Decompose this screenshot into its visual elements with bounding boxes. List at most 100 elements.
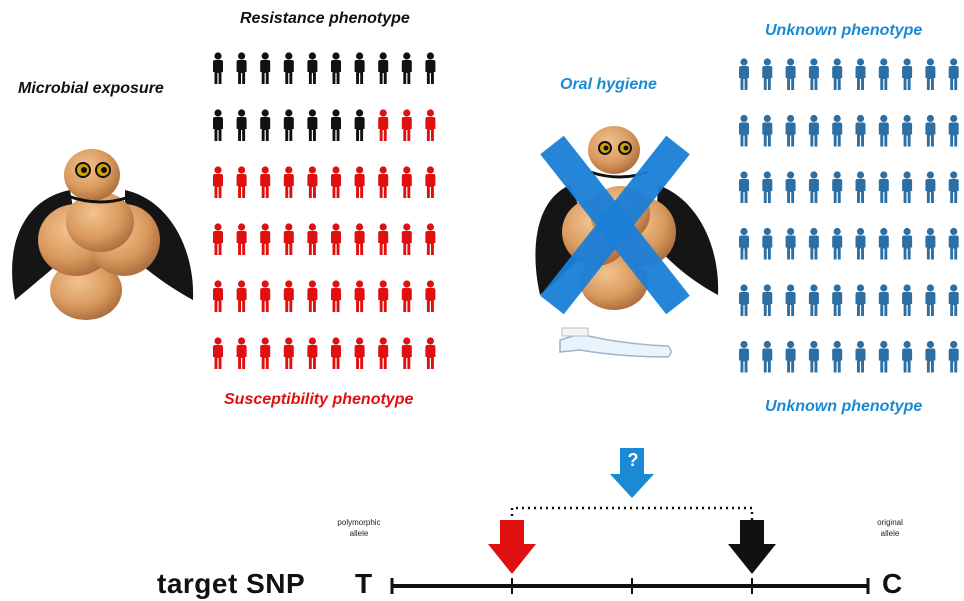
person-icon bbox=[378, 109, 389, 141]
person-icon bbox=[808, 171, 819, 203]
person-icon bbox=[401, 223, 412, 255]
person-icon bbox=[902, 227, 913, 260]
cross-out-icon bbox=[540, 135, 690, 315]
person-icon bbox=[236, 280, 247, 312]
person-icon bbox=[307, 223, 318, 255]
person-icon bbox=[378, 223, 389, 255]
person-icon bbox=[260, 337, 271, 369]
person-icon bbox=[902, 58, 913, 90]
person-icon bbox=[832, 284, 843, 316]
person-icon bbox=[878, 340, 889, 373]
person-icon bbox=[832, 227, 843, 260]
microbial-exposure-label: Microbial exposure bbox=[18, 80, 164, 97]
microbe-left bbox=[12, 149, 194, 320]
person-icon bbox=[283, 109, 294, 141]
person-icon bbox=[425, 223, 436, 255]
person-icon bbox=[354, 337, 365, 369]
person-icon bbox=[401, 280, 412, 312]
person-icon bbox=[855, 171, 866, 203]
person-icon bbox=[948, 284, 959, 316]
person-icon bbox=[331, 280, 341, 312]
person-icon bbox=[378, 52, 389, 84]
person-icon bbox=[878, 284, 889, 316]
red-arrow-icon bbox=[488, 520, 536, 574]
person-icon bbox=[739, 114, 749, 147]
person-icon bbox=[785, 114, 796, 147]
person-icon bbox=[401, 337, 412, 369]
person-icon bbox=[307, 52, 318, 84]
person-icon bbox=[902, 340, 913, 373]
person-icon bbox=[762, 171, 773, 203]
person-icon bbox=[832, 114, 843, 147]
person-icon bbox=[283, 166, 294, 198]
person-icon bbox=[425, 52, 436, 84]
person-icon bbox=[260, 52, 271, 84]
person-icon bbox=[213, 280, 223, 312]
person-icon bbox=[354, 109, 365, 141]
person-icon bbox=[902, 171, 913, 203]
person-icon bbox=[378, 166, 389, 198]
allele-left-letter: T bbox=[355, 568, 373, 599]
person-icon bbox=[832, 340, 843, 373]
person-icon bbox=[236, 52, 247, 84]
toothbrush-icon bbox=[559, 327, 672, 358]
person-icon bbox=[213, 166, 223, 198]
person-icon bbox=[855, 58, 866, 90]
person-icon bbox=[925, 340, 936, 373]
person-icon bbox=[925, 284, 936, 316]
person-icon bbox=[307, 337, 318, 369]
person-icon bbox=[832, 171, 843, 203]
unknown-phenotype-top-label: Unknown phenotype bbox=[765, 22, 923, 39]
person-icon bbox=[307, 280, 318, 312]
person-icon bbox=[878, 114, 889, 147]
person-icon bbox=[902, 284, 913, 316]
person-icon bbox=[236, 337, 247, 369]
oral-hygiene-label: Oral hygiene bbox=[560, 76, 657, 93]
person-icon bbox=[878, 227, 889, 260]
person-icon bbox=[213, 109, 223, 141]
person-icon bbox=[739, 171, 749, 203]
person-icon bbox=[283, 337, 294, 369]
person-icon bbox=[878, 171, 889, 203]
person-icon bbox=[925, 227, 936, 260]
person-icon bbox=[808, 284, 819, 316]
person-icon bbox=[808, 227, 819, 260]
person-icon bbox=[925, 114, 936, 147]
person-icon bbox=[948, 58, 959, 90]
person-icon bbox=[762, 58, 773, 90]
person-icon bbox=[307, 109, 318, 141]
person-icon bbox=[260, 109, 271, 141]
person-icon bbox=[354, 223, 365, 255]
person-icon bbox=[855, 114, 866, 147]
person-icon bbox=[808, 58, 819, 90]
person-icon bbox=[283, 52, 294, 84]
person-icon bbox=[331, 223, 341, 255]
person-icon bbox=[762, 284, 773, 316]
person-icon bbox=[401, 52, 412, 84]
person-icon bbox=[948, 171, 959, 203]
person-icon bbox=[260, 223, 271, 255]
person-icon bbox=[425, 166, 436, 198]
person-icon bbox=[902, 114, 913, 147]
person-icon bbox=[354, 52, 365, 84]
person-icon bbox=[855, 284, 866, 316]
person-icon bbox=[855, 227, 866, 260]
person-icon bbox=[260, 280, 271, 312]
person-icon bbox=[785, 171, 796, 203]
person-icon bbox=[948, 114, 959, 147]
person-icon bbox=[378, 280, 389, 312]
person-icon bbox=[762, 340, 773, 373]
susceptibility-phenotype-label: Susceptibility phenotype bbox=[224, 391, 414, 408]
person-icon bbox=[425, 337, 436, 369]
person-icon bbox=[948, 340, 959, 373]
person-icon bbox=[808, 114, 819, 147]
person-icon bbox=[331, 337, 341, 369]
person-icon bbox=[331, 166, 341, 198]
person-icon bbox=[307, 166, 318, 198]
unknown-phenotype-bottom-label: Unknown phenotype bbox=[765, 398, 923, 415]
target-snp-label: target SNP bbox=[157, 568, 306, 599]
person-icon bbox=[331, 109, 341, 141]
person-icon bbox=[785, 284, 796, 316]
person-icon bbox=[236, 166, 247, 198]
person-icon bbox=[948, 227, 959, 260]
